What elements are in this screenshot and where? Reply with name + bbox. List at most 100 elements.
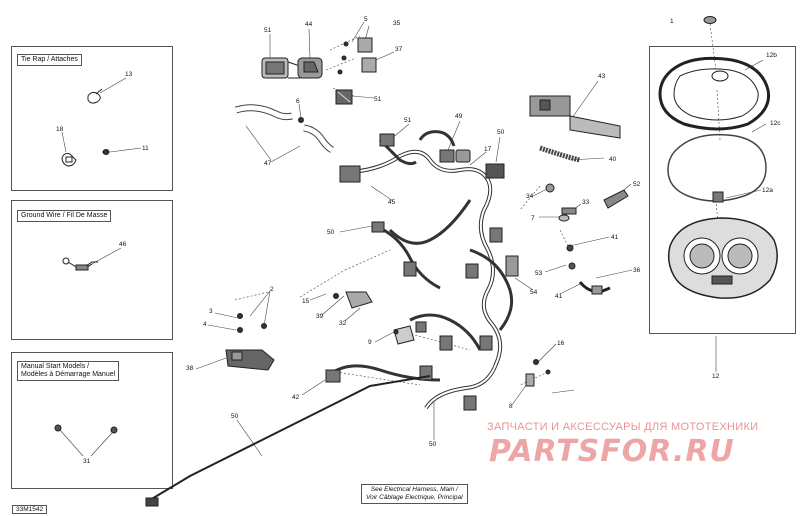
bracket-32 [345, 291, 373, 309]
manual-start-title: Manual Start Models / Modèles à Démarrag… [17, 361, 120, 381]
gasket-12c [667, 133, 767, 202]
callout-c51a: 51 [264, 27, 272, 34]
clip-53 [568, 262, 576, 270]
nut-41-upper [566, 244, 574, 252]
gauge-12 [667, 217, 778, 299]
callout-c35: 35 [393, 20, 401, 27]
connector-51-top [261, 57, 301, 79]
callout-c33: 33 [582, 199, 590, 206]
callout-c52: 52 [633, 181, 641, 188]
callout-c49: 49 [455, 113, 463, 120]
bracket-9 [393, 325, 415, 345]
bracket-33 [561, 207, 577, 215]
callout-c40: 40 [609, 156, 617, 163]
clip-39 [333, 293, 339, 299]
callout-c36: 36 [633, 267, 641, 274]
callout-c45: 45 [388, 199, 396, 206]
callout-c7: 7 [531, 215, 535, 222]
ground-wire-46 [62, 257, 98, 271]
callout-c12: 12 [712, 373, 720, 380]
tie-rap-18 [61, 153, 77, 167]
ground-wire-title: Ground Wire / Fil De Masse [17, 210, 112, 222]
watermark-logo: PARTSFOR.RU [489, 434, 735, 469]
callout-c13: 13 [125, 71, 133, 78]
callout-c41a: 41 [611, 234, 619, 241]
relay-37 [361, 57, 377, 73]
grommet-42 [325, 369, 341, 383]
callout-c5: 5 [364, 16, 368, 23]
connector-54 [505, 255, 519, 277]
hose-47-left [234, 104, 293, 121]
callout-c47: 47 [264, 160, 272, 167]
connector-44 [297, 57, 323, 79]
grommet-6 [298, 117, 304, 123]
callout-c32: 32 [339, 320, 347, 327]
cap-1 [703, 16, 717, 24]
callout-c39: 39 [316, 313, 324, 320]
callout-c9: 9 [368, 339, 372, 346]
washer-34 [545, 183, 555, 193]
cable-50-long [145, 375, 431, 507]
bracket-8 [525, 359, 539, 387]
bolt-5 [337, 41, 349, 75]
callout-c43: 43 [598, 73, 606, 80]
callout-c51b: 51 [374, 96, 382, 103]
washer-7 [558, 214, 570, 222]
leader-lines [59, 19, 767, 457]
callout-c50b: 50 [327, 229, 335, 236]
ground-wire-panel [11, 200, 173, 340]
screw-16 [545, 369, 551, 375]
bulb-12a [712, 191, 724, 203]
harness-note: See Electrical Harness, Main / Voir Câbl… [361, 484, 468, 504]
callout-c42: 42 [292, 394, 300, 401]
harness-connectors [339, 133, 505, 411]
callout-c11: 11 [142, 145, 149, 152]
callout-c44: 44 [305, 21, 313, 28]
drawing-code: 33M1542 [12, 505, 48, 514]
callout-c41b: 41 [555, 293, 563, 300]
connector-51-mid [335, 89, 353, 105]
callout-c8: 8 [509, 403, 513, 410]
hose-47-right [303, 124, 334, 153]
fuse-49 [455, 149, 471, 163]
callout-c2: 2 [270, 286, 274, 293]
callout-c1: 1 [670, 18, 674, 25]
callout-c6: 6 [296, 98, 300, 105]
relay-bank-43 [529, 95, 621, 139]
callout-c17: 17 [484, 146, 492, 153]
callout-c15: 15 [302, 298, 310, 305]
callout-c4: 4 [203, 321, 207, 328]
callout-c50a: 50 [497, 129, 505, 136]
switch-38 [225, 349, 275, 371]
callout-c18: 18 [56, 126, 64, 133]
sensor-41 [578, 281, 611, 295]
callout-c12b: 12b [766, 52, 777, 59]
callout-c51c: 51 [404, 117, 412, 124]
connector-52 [603, 189, 629, 209]
tie-rap-panel [11, 46, 173, 191]
relay-35 [357, 37, 373, 53]
callout-c31: 31 [83, 458, 91, 465]
callout-labels: 123456789111212a12b12c131516171831323334… [56, 16, 781, 465]
callout-c34: 34 [526, 193, 534, 200]
main-harness-45 [329, 130, 514, 410]
callout-c3: 3 [209, 308, 213, 315]
callout-c53: 53 [535, 270, 543, 277]
gauge-bezel-12b [658, 56, 771, 131]
callout-c37: 37 [395, 46, 403, 53]
screws-3-4 [237, 313, 267, 333]
tie-rap-13 [87, 88, 103, 104]
callout-c50c: 50 [231, 413, 239, 420]
callout-c54: 54 [530, 289, 538, 296]
callout-c50d: 50 [429, 441, 437, 448]
spring-40 [539, 145, 581, 163]
clip-11 [102, 149, 110, 155]
watermark-tagline: ЗАПЧАСТИ И АКСЕССУАРЫ ДЛЯ МОТОТЕХНИКИ [487, 421, 759, 433]
callout-c46: 46 [119, 241, 127, 248]
tie-rap-title: Tie Rap / Attaches [17, 54, 82, 66]
callout-c12a: 12a [762, 187, 773, 194]
pin-31-right [110, 426, 118, 434]
callout-c12c: 12c [770, 120, 781, 127]
